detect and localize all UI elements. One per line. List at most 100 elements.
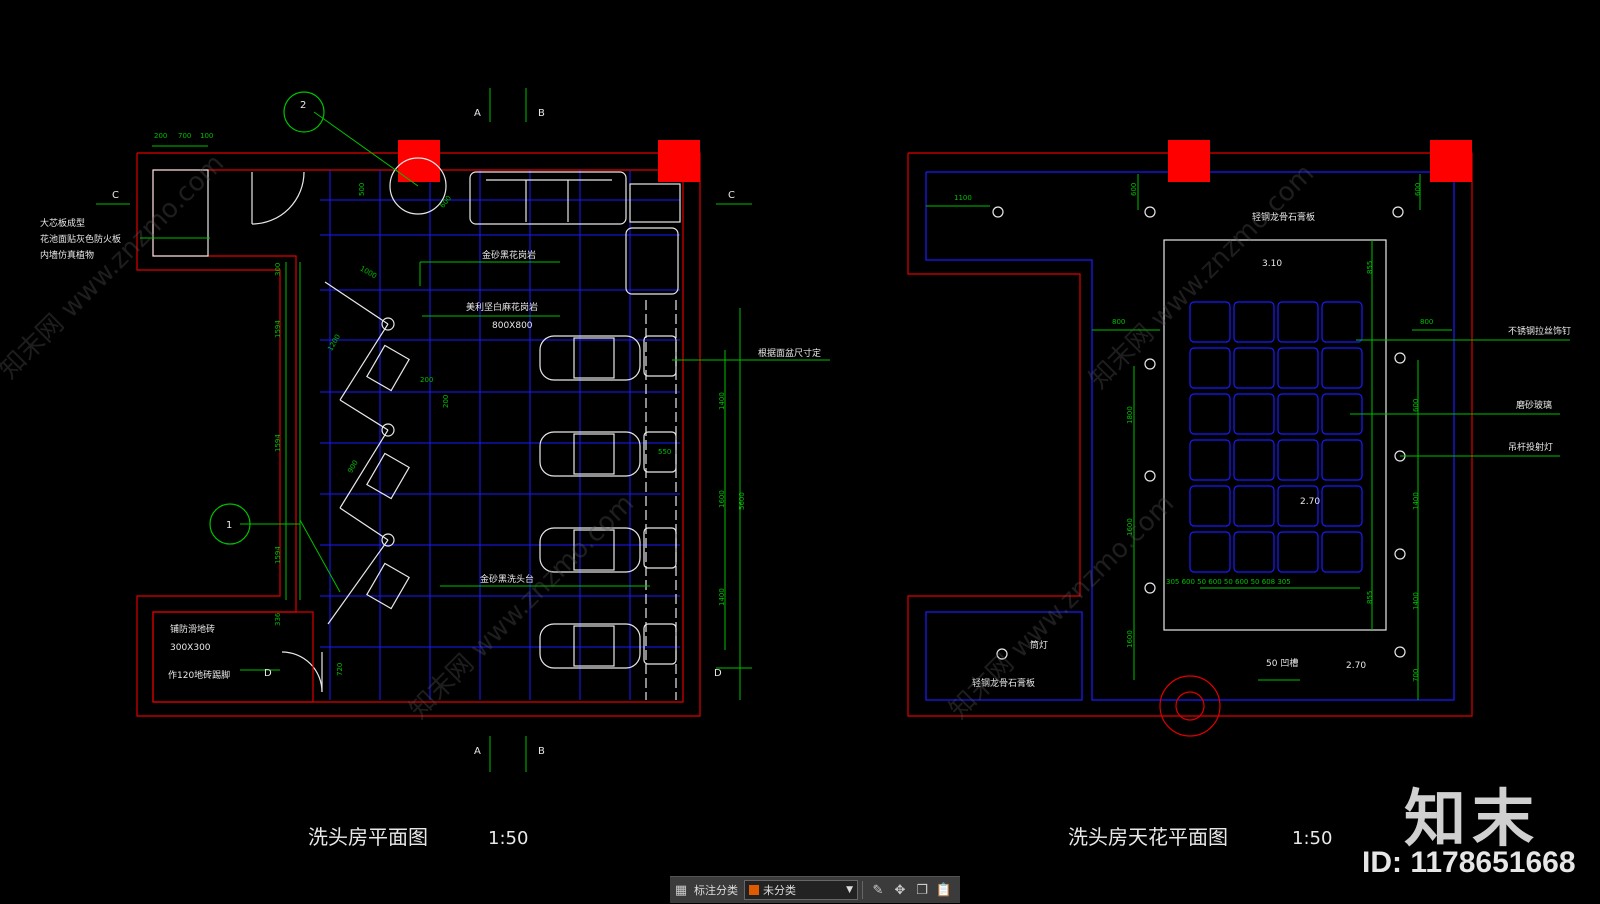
dim-right-1400b: 1400	[718, 588, 726, 606]
dim-diag-1000: 1000	[359, 265, 378, 281]
left-plan-dims: 200 700 100 500 600 300 1594 1594 1594 3…	[154, 132, 746, 676]
label-skirting: 作120地砖踢脚	[168, 669, 230, 681]
dim-700: 700	[1412, 669, 1420, 682]
ceiling-dims	[926, 174, 1570, 700]
dim-top-100: 100	[200, 132, 213, 140]
watermark-diag-2: 知末网 www.znzmo.com	[404, 489, 640, 725]
dim-bottom-row: 305 600 50 600 50 600 50 608 305	[1166, 578, 1291, 586]
dim-diag-200b: 200	[442, 395, 450, 408]
label-groove: 50 凹槽	[1266, 657, 1298, 669]
dim-1600b: 1600	[1126, 630, 1134, 648]
axis-a-top: A	[474, 108, 481, 119]
column-right-2	[1430, 140, 1472, 182]
dim-800a: 800	[1112, 318, 1125, 326]
label-tile-size: 300X300	[170, 643, 211, 653]
toolbar-divider	[862, 881, 863, 899]
side-cabinet	[629, 183, 681, 223]
dim-855a: 855	[1366, 261, 1374, 274]
right-wall-outer	[907, 152, 1473, 717]
left-plan-scale: 1:50	[488, 828, 528, 849]
right-plan-title: 洗头房天花平面图	[1068, 825, 1228, 849]
armchair	[625, 227, 679, 295]
right-plan-scale: 1:50	[1292, 828, 1332, 849]
grid-icon[interactable]: ▦	[674, 882, 688, 898]
bubble-1-label: 1	[226, 520, 232, 531]
watermark-diag-1: 知末网 www.znzmo.com	[0, 149, 230, 385]
dim-diag-900: 900	[346, 459, 360, 475]
dim-diag-1200: 1200	[326, 333, 342, 352]
label-marble-size: 800X800	[492, 321, 533, 331]
annotation-toolbar: ▦ 标注分类 未分类 ▼ ✎ ✥ ❐ 📋	[670, 876, 960, 903]
sofa	[469, 171, 627, 225]
toolbar-label: 标注分类	[694, 884, 738, 897]
label-stainless: 不锈钢拉丝饰钉	[1508, 325, 1571, 337]
axis-bubble-1	[209, 503, 251, 545]
left-wall-inner	[152, 169, 684, 703]
dim-top-700: 700	[178, 132, 191, 140]
color-swatch	[749, 885, 759, 895]
dim-855b: 855	[1366, 591, 1374, 604]
dim-1600a: 1600	[1126, 518, 1134, 536]
level-270b: 2.70	[1346, 661, 1366, 671]
dim-top-200: 200	[154, 132, 167, 140]
dim-bottom-720: 720	[336, 663, 344, 676]
round-light-inner	[1175, 691, 1205, 721]
axis-d-left: D	[264, 668, 272, 679]
planter	[152, 169, 209, 257]
label-frosted-glass: 磨砂玻璃	[1516, 399, 1552, 411]
column-left-2	[658, 140, 700, 182]
dim-left-1594b: 1594	[274, 434, 282, 452]
right-plan-text: 轻钢龙骨石膏板 不锈钢拉丝饰钉 磨砂玻璃 吊杆投射灯 筒灯 轻钢龙骨石膏板 50…	[972, 211, 1571, 689]
ceiling-grid	[1189, 301, 1363, 573]
dimension-lines	[96, 88, 830, 772]
door-bottom	[281, 651, 323, 693]
dim-600: 600	[438, 194, 453, 209]
dim-500: 500	[358, 183, 366, 196]
left-wall-outer	[136, 152, 701, 717]
lower-left-ceiling	[925, 611, 1083, 701]
dim-1400a: 1400	[1412, 492, 1420, 510]
axis-b-top: B	[538, 108, 545, 119]
axis-bubble-2	[283, 91, 325, 133]
label-wall-note-1: 大芯板成型	[40, 217, 85, 229]
dim-1400b: 1400	[1412, 592, 1420, 610]
right-plan-dims: 1100 600 600 800 800 1800 1600 1600 855 …	[954, 183, 1433, 682]
dim-left-1594c: 1594	[274, 546, 282, 564]
label-tile-note: 铺防滑地砖	[170, 623, 215, 635]
round-light-outer	[1159, 675, 1221, 737]
column-right-1	[1168, 140, 1210, 182]
category-select[interactable]: 未分类 ▼	[744, 880, 858, 900]
label-downlight: 筒灯	[1030, 639, 1048, 651]
watermark-id: ID: 1178651668	[1362, 846, 1576, 879]
label-wall-note-2: 花池面贴灰色防火板	[40, 233, 121, 245]
dim-600: 600	[1412, 399, 1420, 412]
label-wall-note-3: 内墙仿真植物	[40, 249, 94, 261]
level-310: 3.10	[1262, 259, 1282, 269]
label-mirror-note: 根据面盆尺寸定	[758, 347, 821, 359]
dim-1100: 1100	[954, 194, 972, 202]
axis-b-bottom: B	[538, 746, 545, 757]
right-wall-inner	[925, 171, 1455, 701]
move-icon[interactable]: ✥	[894, 882, 906, 898]
watermark-logo: 知末	[1404, 782, 1541, 855]
copy-icon[interactable]: ❐	[916, 882, 928, 898]
category-select-value: 未分类	[763, 884, 796, 897]
light-fixtures	[992, 206, 1406, 660]
axis-c-left: C	[112, 190, 119, 201]
edit-icon[interactable]: ✎	[872, 882, 884, 898]
left-plan-text: 金砂黑花岗岩 美利坚白麻花岗岩 800X800 根据面盆尺寸定 金砂黑洗头台 大…	[40, 217, 821, 681]
level-270a: 2.70	[1300, 497, 1320, 507]
axis-c-right: C	[728, 190, 735, 201]
axis-a-bottom: A	[474, 746, 481, 757]
dim-1800: 1800	[1126, 406, 1134, 424]
dim-right-1400a: 1400	[718, 392, 726, 410]
dim-left-300: 300	[274, 263, 282, 276]
paste-icon[interactable]: 📋	[935, 882, 953, 898]
label-marble-floor: 美利坚白麻花岗岩	[466, 301, 538, 313]
left-axis-labels: A B A B C C D D 2 1	[112, 100, 735, 757]
dim-mid-550: 550	[658, 448, 671, 456]
label-gold-sand-black: 金砂黑花岗岩	[482, 249, 536, 261]
wash-chairs	[539, 335, 677, 669]
tile-area	[152, 611, 314, 703]
